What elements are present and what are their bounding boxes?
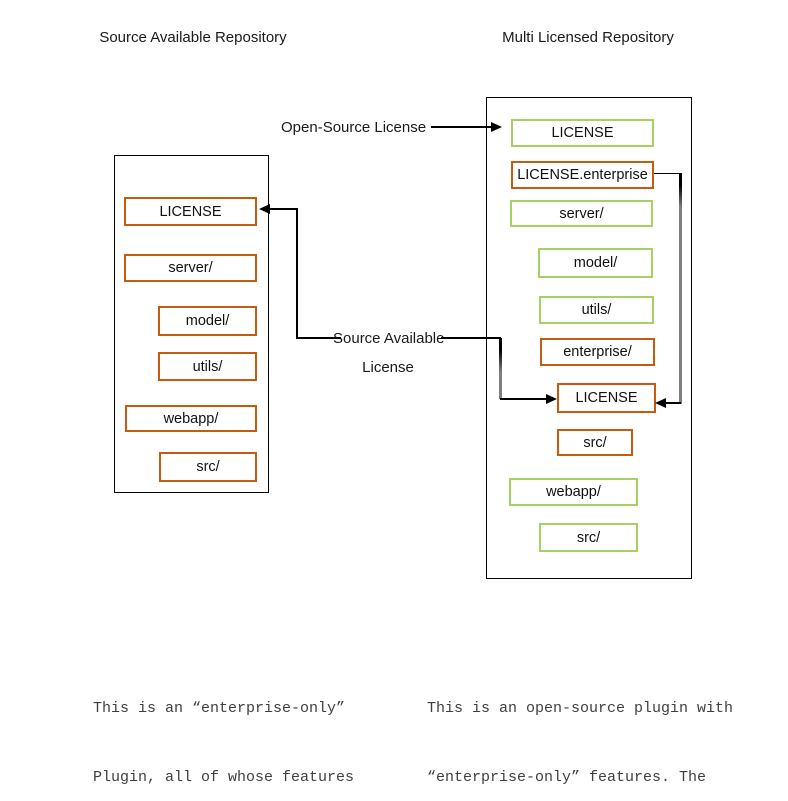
left-repo-note: This is an “enterprise-only” Plugin, all… — [93, 650, 408, 801]
source-available-right-arrowhead-icon — [546, 394, 557, 404]
right-repo-box-utils: utils/ — [539, 296, 654, 324]
source-available-label-line2: License — [362, 359, 414, 376]
license-enterprise-arrowhead-icon — [655, 398, 666, 408]
right-note-line-1: This is an open-source plugin with — [427, 699, 734, 717]
source-available-left-line-h1 — [268, 208, 298, 210]
right-repo-box-enterprise-dir: enterprise/ — [540, 338, 655, 366]
right-repo-box-license-top: LICENSE — [511, 119, 654, 147]
source-available-left-arrowhead-icon — [259, 204, 270, 214]
left-repo-title: Source Available Repository — [99, 29, 287, 46]
open-source-license-label: Open-Source License — [281, 119, 427, 136]
right-repo-box-server: server/ — [510, 200, 653, 227]
left-repo-box-license: LICENSE — [124, 197, 257, 226]
right-repo-title: Multi Licensed Repository — [502, 29, 674, 46]
right-repo-box-license-lower: LICENSE — [557, 383, 656, 413]
left-repo-box-src: src/ — [159, 452, 257, 482]
left-repo-box-server: server/ — [124, 254, 257, 282]
source-available-right-line-v — [499, 338, 502, 399]
left-note-line-1: This is an “enterprise-only” — [93, 699, 346, 717]
source-available-left-line-v — [296, 208, 298, 339]
license-enterprise-line-h1 — [654, 172, 681, 175]
source-available-right-line-h2 — [500, 398, 547, 400]
source-available-left-line-h2 — [296, 337, 341, 339]
right-repo-note: This is an open-source plugin with “ente… — [427, 650, 733, 801]
right-repo-box-webapp: webapp/ — [509, 478, 638, 506]
source-available-label-line1: Source Available — [333, 330, 445, 347]
left-note-line-2: Plugin, all of whose features — [93, 769, 355, 787]
right-note-line-2: “enterprise-only” features. The — [427, 769, 707, 787]
license-enterprise-line-v — [679, 173, 682, 404]
right-repo-box-src-enterprise: src/ — [557, 429, 633, 456]
right-repo-box-license-enterprise: LICENSE.enterprise — [511, 161, 654, 189]
right-repo-box-model: model/ — [538, 248, 653, 278]
license-enterprise-line-h2 — [665, 402, 681, 404]
open-source-arrow-line — [431, 126, 492, 128]
left-repo-box-webapp: webapp/ — [125, 405, 257, 432]
open-source-arrowhead-icon — [491, 122, 502, 132]
source-available-right-line-h1 — [441, 337, 501, 339]
left-repo-box-utils: utils/ — [158, 352, 257, 381]
right-repo-box-src-bottom: src/ — [539, 523, 638, 552]
left-repo-box-model: model/ — [158, 306, 257, 336]
